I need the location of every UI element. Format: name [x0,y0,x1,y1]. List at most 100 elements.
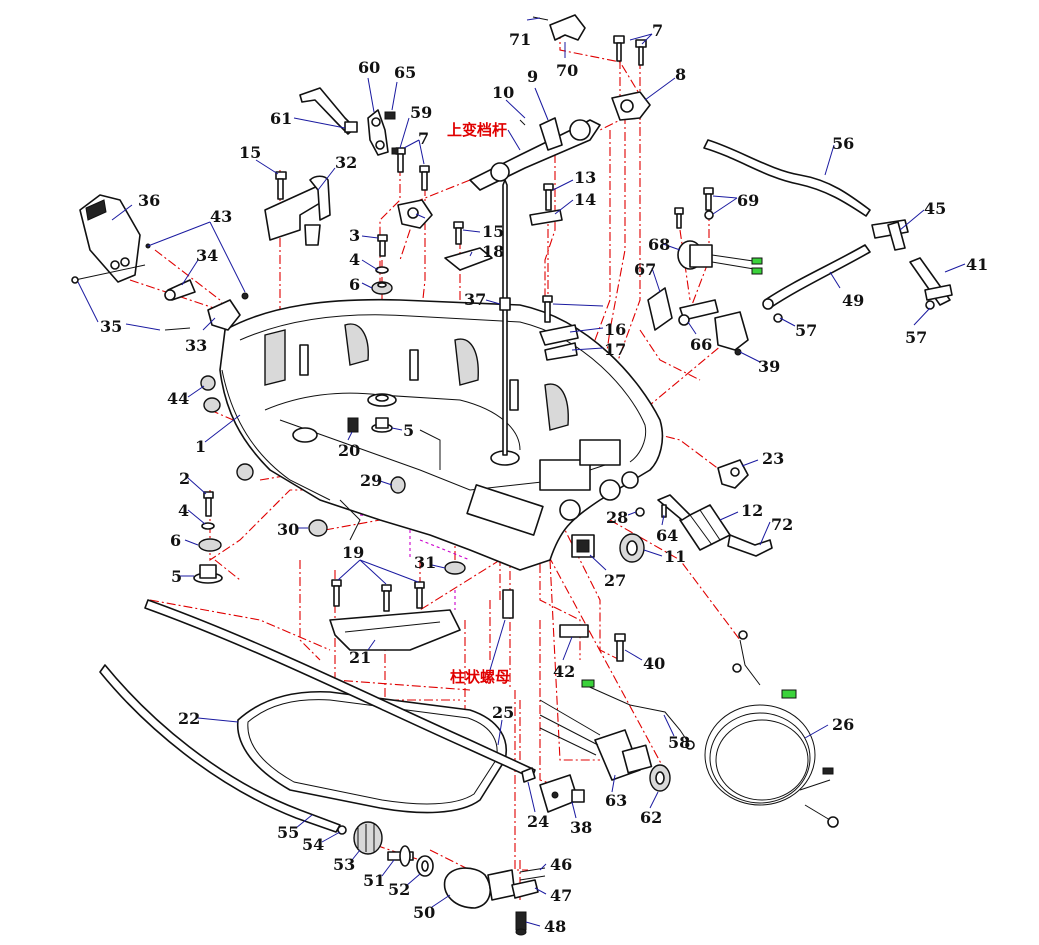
callout-38: 38 [570,818,592,837]
callout-36: 36 [138,191,160,210]
callout-8-top: 8 [675,65,686,84]
part-7-bolts [395,35,647,191]
callout-37: 37 [464,290,486,309]
callout-2: 2 [179,469,190,488]
annotation-column-nut: 柱状螺母 [450,668,510,686]
callout-44: 44 [167,389,189,408]
callout-24: 24 [527,812,549,831]
callout-1: 1 [195,437,206,456]
part-42-40 [559,624,626,662]
callout-69: 69 [737,191,759,210]
callout-4-upper: 4 [349,250,360,269]
callout-14: 14 [574,190,596,209]
callout-12: 12 [741,501,763,520]
callout-25: 25 [492,703,514,722]
callout-45: 45 [924,199,946,218]
callout-54: 54 [302,835,324,854]
callout-49: 49 [842,291,864,310]
part-67-66 [647,287,719,331]
part-27-block [571,534,595,558]
callout-66: 66 [690,335,712,354]
part-61-link [299,87,358,135]
callout-4-lower: 4 [178,501,189,520]
callout-5-upper: 5 [403,421,414,440]
callout-30: 30 [277,520,299,539]
part-45-tee [871,219,909,251]
part-12-boot [657,494,773,557]
callout-42: 42 [553,662,575,681]
part-31-grommet [444,561,466,575]
annotation-upper-shift-lever: 上变档杆 [447,121,507,139]
callout-34: 34 [196,246,218,265]
callout-72: 72 [771,515,793,534]
callout-67: 67 [634,260,656,279]
callout-57-mid: 57 [795,321,817,340]
part-39-bracket [714,311,749,356]
callout-47: 47 [550,886,572,905]
callout-50: 50 [413,903,435,922]
part-41-tee [909,257,953,306]
callout-41: 41 [966,255,988,274]
part-28-64 [635,504,667,518]
callout-68: 68 [648,235,670,254]
callout-17: 17 [604,340,626,359]
part-60-bracket [367,109,399,156]
lower-cowl [219,298,664,571]
part-13-14-15-18 [444,183,563,271]
part-15-16-17 [539,295,579,361]
callout-labels: 71 70 7 8 9 10 60 65 59 61 15 32 36 43 3… [100,21,988,936]
part-62-ring [649,764,671,792]
part-70-clip [532,14,586,41]
callout-59: 59 [410,103,432,122]
part-63-switch [539,699,653,781]
callout-16: 16 [604,320,626,339]
callout-9: 9 [527,67,538,86]
callout-63: 63 [605,791,627,810]
callout-52: 52 [388,880,410,899]
callout-7-mid: 7 [418,129,429,148]
part-29-30 [236,463,406,537]
callout-65: 65 [394,63,416,82]
callout-29: 29 [360,471,382,490]
part-26-harness [704,630,839,828]
part-58-wire [581,679,695,750]
callout-39: 39 [758,357,780,376]
callout-57-right: 57 [905,328,927,347]
column-nut [502,589,514,619]
callout-21: 21 [349,648,371,667]
callout-22: 22 [178,709,200,728]
callout-13: 13 [574,168,596,187]
callout-46: 46 [550,855,572,874]
callout-15-mid: 15 [482,222,504,241]
callout-53: 53 [333,855,355,874]
callout-71: 71 [509,30,531,49]
callout-40: 40 [643,654,665,673]
callout-26: 26 [832,715,854,734]
part-22-seal [236,690,507,814]
callout-20: 20 [338,441,360,460]
callout-32: 32 [335,153,357,172]
callout-18: 18 [482,242,504,261]
callout-6-lower: 6 [170,531,181,550]
part-44-grommet [200,375,221,413]
callout-31: 31 [414,553,436,572]
part-49-hose [762,244,871,310]
leader-lines [77,17,966,927]
callout-61: 61 [270,109,292,128]
part-53-54-connector [337,821,383,855]
callout-6-upper: 6 [349,275,360,294]
part-55-hose [99,664,341,833]
part-51-52-50 [387,845,516,909]
part-56-hose [703,139,871,217]
callout-7-top: 7 [652,21,663,40]
callout-64: 64 [656,526,678,545]
callout-23: 23 [762,449,784,468]
part-9-shift-lever [469,117,601,191]
part-19-21 [329,579,461,651]
callout-70: 70 [556,61,578,80]
callout-33: 33 [185,336,207,355]
callout-55: 55 [277,823,299,842]
part-20-grommet [347,417,359,433]
callout-56: 56 [832,134,854,153]
